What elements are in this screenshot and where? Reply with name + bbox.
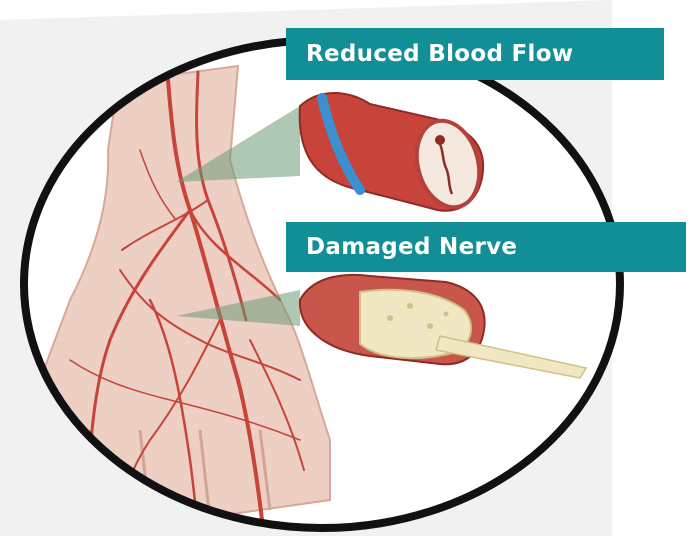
label-text: Damaged Nerve [306,234,517,260]
label-text: Reduced Blood Flow [306,41,573,67]
label-damaged-nerve: Damaged Nerve [286,222,686,272]
label-reduced-blood-flow: Reduced Blood Flow [286,28,664,80]
